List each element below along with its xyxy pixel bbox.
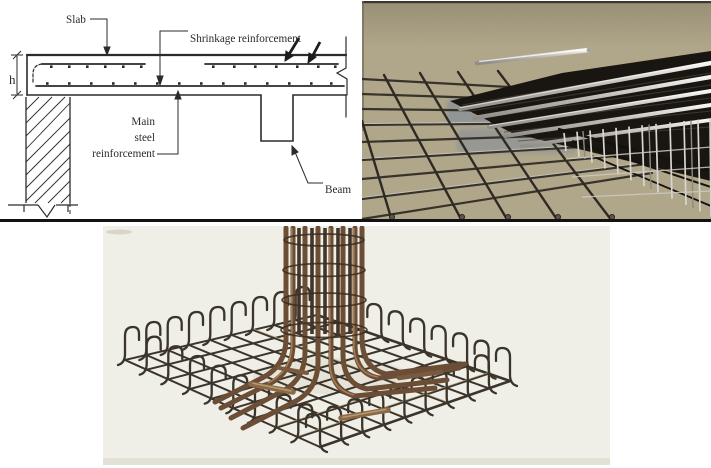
loose-dowel-bars xyxy=(248,366,444,421)
support-wall-hatch xyxy=(25,96,71,216)
footing-rebar-photo-panel xyxy=(103,226,610,465)
floating-steel-rod xyxy=(474,47,592,66)
svg-text:reinforcement: reinforcement xyxy=(92,148,156,160)
corner-smudge xyxy=(106,229,132,235)
photo-top-edge xyxy=(362,1,711,4)
column-main-bars xyxy=(212,226,468,431)
rebar-dots xyxy=(46,65,337,85)
slab-section-diagram: h Slab Shrinkage reinforcement Main stee… xyxy=(8,14,351,219)
rebar-lines xyxy=(32,63,345,87)
edge-on-mesh-wires xyxy=(557,118,711,217)
ground-break-symbol xyxy=(8,204,78,219)
wire-mesh-photo xyxy=(362,1,711,221)
photo-left-edge xyxy=(362,1,364,131)
top-vignette xyxy=(362,1,711,47)
slab-label: Slab xyxy=(66,14,86,26)
slab-section-diagram-panel: h Slab Shrinkage reinforcement Main stee… xyxy=(0,0,360,222)
stacked-mesh-sheets xyxy=(450,51,711,181)
slab-depth-dimension xyxy=(11,50,23,100)
wire-mesh-photo-panel xyxy=(362,1,711,221)
svg-text:steel: steel xyxy=(134,132,155,144)
photo-bottom-strip xyxy=(103,458,610,465)
shrinkage-reinforcement-label: Shrinkage reinforcement xyxy=(190,33,302,45)
svg-text:Main: Main xyxy=(131,116,155,128)
slab-depth-label: h xyxy=(9,72,16,87)
column-ties xyxy=(280,233,368,339)
load-arrows xyxy=(284,37,322,65)
label-leaders xyxy=(90,18,323,184)
footing-rebar-photo xyxy=(103,226,610,465)
column-bar-highlights xyxy=(267,228,379,396)
beam-label: Beam xyxy=(325,184,351,196)
horizontal-separator-line xyxy=(0,219,711,222)
main-steel-reinforcement-label: Main steel reinforcement xyxy=(92,116,156,160)
column-rebar-cage xyxy=(212,226,468,431)
slab-outline xyxy=(25,36,348,142)
